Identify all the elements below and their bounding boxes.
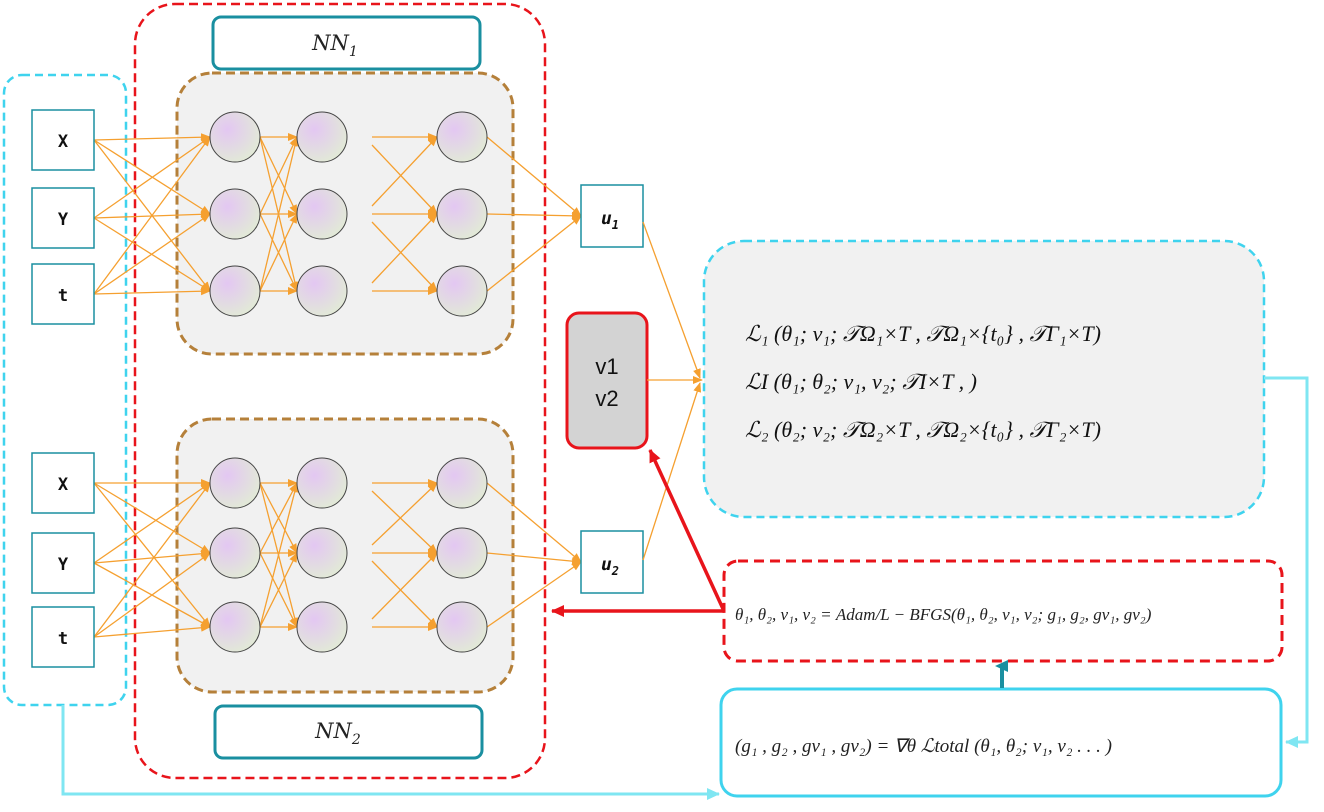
nn2-layer2-node1 <box>296 457 348 509</box>
nn1-input-y: Y <box>58 210 69 230</box>
optimizer-equation: θ₁, θ₂, ν₁, ν₂ = Adam/L − BFGS(θ₁, θ₂, ν… <box>735 605 1152 624</box>
nn1-edge-in0-h1n0 <box>93 133 211 142</box>
nn2-edge-h2n1-h3n0 <box>371 482 438 546</box>
nn2-edge-h2n0-h3n1 <box>371 490 438 554</box>
nn1-title: NN1 <box>311 31 358 60</box>
output-u1: u1 <box>601 208 619 232</box>
nn1-edge-in1-h1n0 <box>93 136 211 219</box>
nn2-input-y-box <box>31 532 95 594</box>
nn2-layer3-node3 <box>436 601 488 653</box>
nn1-layer3-node2 <box>436 188 488 240</box>
nn2-title-box <box>213 704 484 760</box>
loss-line-2: ℒI (θ₁; θ₂; ν₁, ν₂; 𝒯I×T , ) <box>745 369 977 394</box>
gradient-equation: (g₁ , g₂ , gν₁ , gν₂) = ∇θ ℒtotal (θ₁, θ… <box>735 736 1112 757</box>
nn1-edge-in2-h1n1 <box>93 213 211 295</box>
nn1-input-y-box <box>31 187 95 249</box>
nn2-layer2-node3 <box>296 601 348 653</box>
nn1-layer2-node3 <box>296 265 348 317</box>
nn1-input-x-box <box>31 109 95 171</box>
nn2-edge-h3n0-out <box>486 482 582 563</box>
nn2-edge-in2-h1n0 <box>93 482 211 638</box>
network-nodes <box>209 111 488 653</box>
nn2-edge-h3n2-out <box>486 561 582 628</box>
nn1-layer1-node3 <box>209 265 261 317</box>
nn2-edge-h2n2-h3n1 <box>371 552 438 620</box>
nn2-layer3-node2 <box>436 527 488 579</box>
nn1-edge-h1n2-h2n0 <box>259 136 299 292</box>
nn2-edge-in1-h1n1 <box>93 549 211 564</box>
nn2-edge-h1n1-h2n0 <box>259 482 298 554</box>
nn2-edge-in0-h1n1 <box>93 482 211 554</box>
inputs-to-gradient-arrow <box>61 705 720 800</box>
nn2-layer1-node3 <box>209 601 261 653</box>
nn1-layer2-node1 <box>296 111 348 163</box>
nn1-input-t-box <box>31 263 95 325</box>
nn1-edge-in2-h1n2 <box>93 287 211 296</box>
nn1-edge-h2n0-h3n1 <box>371 144 438 215</box>
loss-line-1: ℒ₁ (θ₁; ν₁; 𝒯Ω₁×T , 𝒯Ω₁×{t₀} , 𝒯Γ₁×T) <box>745 321 1101 346</box>
nn1-edge-h3n0-out <box>486 136 582 217</box>
nn1-edge-h1n2-h2n1 <box>259 213 298 292</box>
nn1-layer2-node2 <box>296 188 348 240</box>
nn2-edge-in2-h1n2 <box>93 623 211 638</box>
nn2-layer1-node1 <box>209 457 261 509</box>
u2-to-loss-arrow <box>642 382 702 561</box>
nn2-edge-in2-h1n1 <box>93 552 211 638</box>
nn1-edge-h2n1-h3n2 <box>371 221 438 292</box>
nn2-input-x: X <box>58 475 69 495</box>
nn1-layer3-node1 <box>436 111 488 163</box>
output-u2: u2 <box>601 554 619 578</box>
nn1-layer1-node1 <box>209 111 261 163</box>
nn2-edge-h1n2-h2n1 <box>259 552 298 628</box>
nn1-edge-h3n1-out <box>486 211 582 220</box>
nn2-edge-h3n1-out <box>486 552 582 566</box>
nn1-edge-h3n2-out <box>486 215 582 292</box>
output-u2-box <box>580 530 644 594</box>
network-edges <box>93 133 582 638</box>
u1-to-loss-arrow <box>642 221 701 379</box>
loss-to-gradient-arrow <box>1264 376 1309 748</box>
nn1-title-box <box>211 15 482 71</box>
gradient-box <box>719 687 1283 798</box>
nn2-input-x-box <box>31 452 95 514</box>
nn1-input-x: X <box>58 132 69 152</box>
nn2-layer2-node2 <box>296 527 348 579</box>
input-group <box>2 73 128 707</box>
output-u1-box <box>580 184 644 248</box>
nn2-layer1-node2 <box>209 527 261 579</box>
nn2-edge-h1n2-h2n0 <box>259 482 299 628</box>
param-v1: v1 <box>595 354 618 379</box>
nn2-layer3-node1 <box>436 457 488 509</box>
loss-line-3: ℒ₂ (θ₂; ν₂; 𝒯Ω₂×T , 𝒯Ω₂×{t₀} , 𝒯Γ₂×T) <box>745 417 1101 442</box>
nn2-input-y: Y <box>58 555 69 575</box>
params-box <box>565 311 649 450</box>
nn2-input-t-box <box>31 606 95 668</box>
nn1-input-t: t <box>58 286 68 306</box>
nn2-title: NN2 <box>314 719 361 748</box>
nn1-edge-in2-h1n0 <box>93 136 211 295</box>
nn1-edge-h2n1-h3n0 <box>371 136 438 207</box>
nn2-edge-in0-h1n2 <box>93 482 211 628</box>
nn1-layer3-node3 <box>436 265 488 317</box>
param-v2: v2 <box>595 386 618 411</box>
nn2-input-t: t <box>58 629 68 649</box>
nn1-edge-h2n2-h3n1 <box>371 213 438 284</box>
optimizer-to-params-arrow <box>648 449 726 612</box>
nn1-layer1-node2 <box>209 188 261 240</box>
nn2-edge-in1-h1n0 <box>93 482 211 564</box>
nn2-edge-h2n1-h3n2 <box>371 560 438 628</box>
nn1-edge-h1n1-h2n0 <box>259 136 298 215</box>
